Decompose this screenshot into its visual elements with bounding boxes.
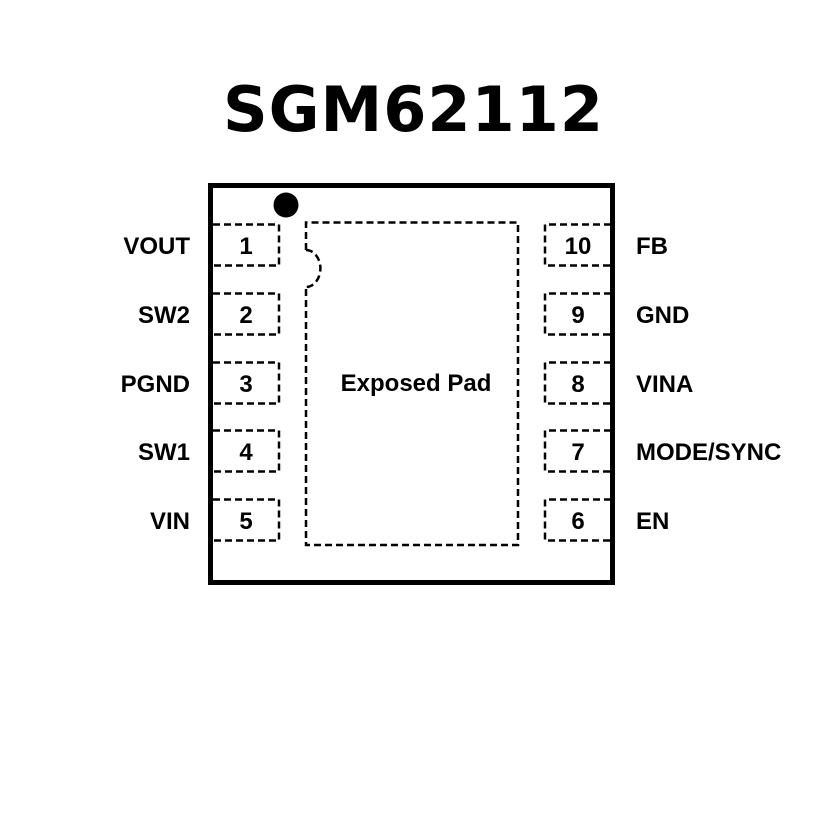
pin-pad-outline <box>213 292 281 336</box>
pin-2: 2 SW2 <box>138 292 281 336</box>
pin-pad-outline <box>543 498 611 542</box>
pin-8: 8 VINA <box>543 361 693 405</box>
exposed-pad-outline <box>304 221 520 547</box>
pin-number: 9 <box>571 302 584 329</box>
pin1-dot-icon <box>273 192 299 218</box>
pin-9: 9 GND <box>543 292 689 336</box>
pin-name: VIN <box>150 508 190 535</box>
pin-name: PGND <box>121 371 190 398</box>
pin-name: VINA <box>636 371 693 398</box>
right-pin-column: 10 FB 9 GND 8 VINA 7 MODE/SYNC 6 EN <box>543 223 781 542</box>
pin-6: 6 EN <box>543 498 669 542</box>
pin-5: 5 VIN <box>150 498 281 542</box>
pin-name: VOUT <box>123 233 190 260</box>
pin-number: 6 <box>571 508 584 535</box>
pin-pad-outline <box>213 361 281 405</box>
pin-name: SW2 <box>138 302 190 329</box>
pin-pad-outline <box>543 223 611 267</box>
pin-name: SW1 <box>138 439 190 466</box>
pin-number: 10 <box>565 233 592 260</box>
pin-name: GND <box>636 302 689 329</box>
pin-7: 7 MODE/SYNC <box>543 429 781 473</box>
pin-4: 4 SW1 <box>138 429 281 473</box>
pin-number: 1 <box>239 233 252 260</box>
pin-number: 7 <box>571 439 584 466</box>
package-outline <box>208 183 615 585</box>
pin-number: 3 <box>239 371 252 398</box>
pin-10: 10 FB <box>543 223 668 267</box>
pin-name: EN <box>636 508 669 535</box>
pin-number: 5 <box>239 508 252 535</box>
pin-3: 3 PGND <box>121 361 281 405</box>
pin-number: 4 <box>239 439 253 466</box>
chip-title: SGM62112 <box>223 73 604 146</box>
pin-pad-outline <box>543 292 611 336</box>
pin-pad-outline <box>543 361 611 405</box>
pin-name: FB <box>636 233 668 260</box>
left-pin-column: 1 VOUT 2 SW2 3 PGND 4 SW1 5 VIN <box>121 223 281 542</box>
pin-pad-outline <box>213 429 281 473</box>
pin-pad-outline <box>213 223 281 267</box>
pin-number: 2 <box>239 302 252 329</box>
pin-pad-outline <box>543 429 611 473</box>
pin-1: 1 VOUT <box>123 223 281 267</box>
exposed-pad-label: Exposed Pad <box>341 370 492 397</box>
pin-number: 8 <box>571 371 584 398</box>
pin-pad-outline <box>213 498 281 542</box>
pin-name: MODE/SYNC <box>636 439 781 466</box>
